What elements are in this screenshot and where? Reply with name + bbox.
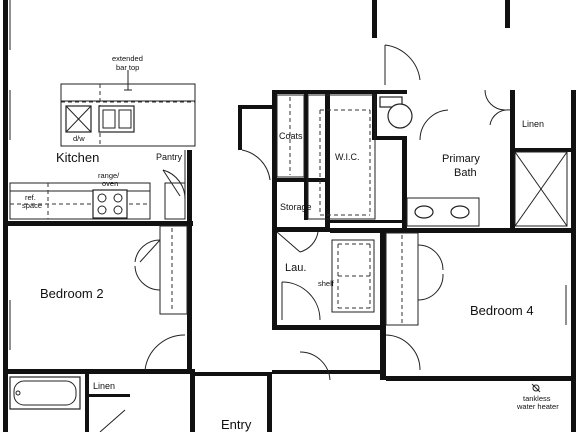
bar-top-label-2: bar top — [116, 63, 139, 72]
dishwasher-label: d/w — [73, 134, 85, 143]
linen-label-top: Linen — [522, 119, 544, 129]
top-doors — [384, 44, 421, 85]
shelf-label: shelf — [318, 279, 335, 288]
range-label-2: oven — [102, 179, 118, 188]
entry-label: Entry — [221, 417, 252, 432]
coats-closet — [241, 94, 305, 181]
range-fixture — [92, 189, 128, 219]
pantry-closet — [162, 169, 186, 220]
bedroom-2-door — [144, 334, 186, 371]
ref-space-label-2: space — [22, 201, 42, 210]
bathtub — [9, 376, 81, 410]
shower — [514, 151, 568, 227]
kitchen-island — [60, 70, 196, 147]
range-label-1: range/ — [98, 171, 120, 180]
toilet — [379, 96, 413, 129]
bar-top-label-1: extended — [112, 54, 143, 63]
bedroom-4-closet — [385, 232, 444, 371]
kitchen-counter — [9, 182, 151, 220]
walls — [3, 0, 576, 432]
entry-door — [299, 351, 331, 381]
primary-bath-label-1: Primary — [442, 153, 480, 165]
water-heater — [531, 383, 541, 393]
laundry-label: Lau. — [285, 262, 306, 274]
small-linen-door — [99, 409, 126, 432]
ref-space-label-1: ref. — [25, 193, 36, 202]
walk-in-closet — [307, 94, 376, 220]
primary-bath-label-2: Bath — [454, 167, 477, 179]
kitchen-label: Kitchen — [56, 150, 99, 165]
laundry-fixtures — [281, 239, 375, 321]
pantry-label: Pantry — [156, 152, 183, 162]
wic-label: W.I.C. — [335, 152, 360, 162]
linen-label-bottom: Linen — [93, 381, 115, 391]
water-heater-label-1: tankless — [523, 394, 551, 403]
water-heater-label-2: water heater — [516, 402, 559, 411]
bedroom-4-label: Bedroom 4 — [470, 303, 534, 318]
bedroom-2-label: Bedroom 2 — [40, 286, 104, 301]
bath-doors — [419, 89, 511, 141]
bedroom-2-closet — [134, 225, 188, 315]
storage-label: Storage — [280, 202, 312, 212]
vanity — [406, 197, 480, 227]
storage-door — [276, 231, 319, 253]
coats-label: Coats — [279, 131, 303, 141]
